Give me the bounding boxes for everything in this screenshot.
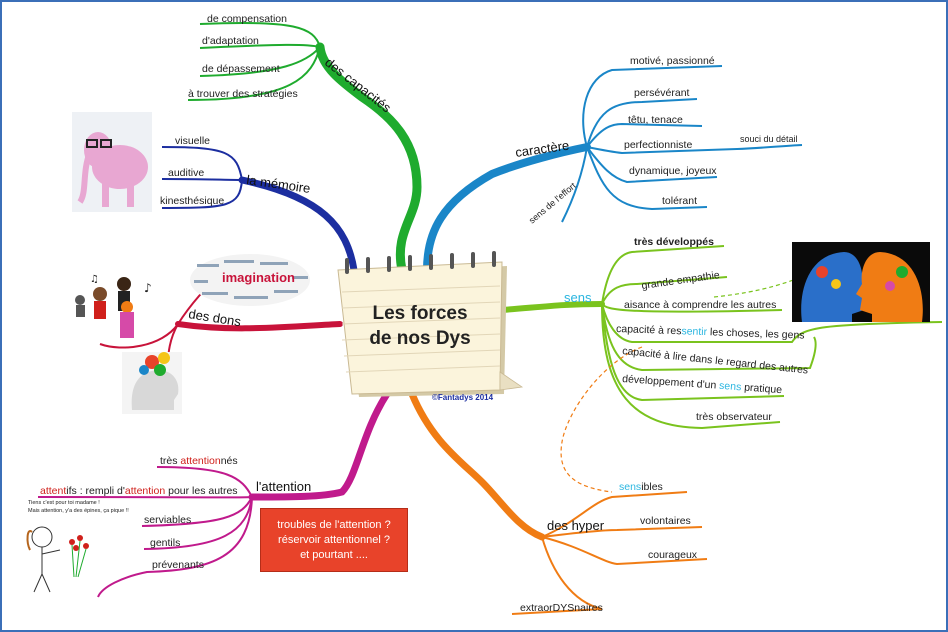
capacite-item-1: d'adaptation	[202, 35, 259, 47]
caractere-item-4: dynamique, joyeux	[629, 165, 717, 177]
troubles-line3: et pourtant ....	[300, 549, 368, 561]
hyper-item-3: extraorDYSnaires	[520, 602, 603, 614]
caractere-item-0: motivé, passionné	[630, 55, 715, 67]
dashed-link-sens	[713, 269, 818, 298]
branch-label-hyper: des hyper	[547, 518, 605, 533]
branch-capacites	[315, 42, 422, 275]
two-heads-image	[792, 242, 930, 322]
capacite-item-0: de compensation	[207, 13, 287, 25]
caractere-item-3: perfectionniste	[624, 139, 692, 151]
central-notepad: Les forces de nos Dys	[337, 251, 524, 397]
caractere-item-1: persévérant	[634, 87, 690, 99]
center-title-line1: Les forces	[372, 303, 467, 324]
sens-item-4: capacité à lire dans le regard des autre…	[622, 345, 809, 376]
hyper-item-1: volontaires	[640, 515, 691, 527]
dashed-link-hyper	[560, 346, 643, 493]
attention-item-1: attentifs : rempli d'attention pour les …	[40, 485, 238, 497]
branch-memoire	[238, 176, 358, 274]
hyper-item-0: sensibles	[619, 481, 663, 493]
memoire-item-2: kinesthésique	[160, 195, 224, 207]
hyper-item-2: courageux	[648, 549, 698, 561]
child-note-line1: Tiens c'est pour toi madame !	[28, 500, 100, 506]
capacite-item-3: à trouver des stratégies	[188, 88, 298, 100]
branch-hyper	[408, 390, 546, 541]
troubles-line1: troubles de l'attention ?	[277, 519, 391, 531]
sens-item-1: grande empathie	[641, 269, 721, 292]
sens-item-2: aisance à comprendre les autres	[624, 299, 776, 311]
musicians-image: ♪ ♫	[75, 274, 152, 338]
memoire-item-1: auditive	[168, 167, 204, 179]
capacite-item-2: de dépassement	[202, 63, 280, 75]
memoire-item-0: visuelle	[175, 135, 210, 147]
sens-item-5: développement d'un sens pratique	[622, 373, 783, 396]
caractere-item-2: têtu, tenace	[628, 114, 683, 126]
troubles-line2: réservoir attentionnel ?	[278, 534, 390, 546]
pink-elephant-image	[72, 112, 152, 212]
imagination-word-cloud: imagination	[190, 254, 310, 306]
sens-item-0: très développés	[634, 236, 714, 248]
branch-label-capacites: des capacités	[322, 55, 394, 116]
center-title-line2: de nos Dys	[369, 328, 470, 349]
branch-label-attention: l'attention	[256, 479, 311, 494]
attention-item-2: serviables	[144, 514, 191, 526]
child-flowers-drawing	[26, 526, 89, 593]
svg-text:♪: ♪	[144, 281, 152, 295]
caractere-detail: souci du détail	[740, 134, 798, 144]
svg-text:♫: ♫	[90, 274, 99, 285]
branch-caractere	[423, 143, 591, 274]
child-note-line2: Mais attention, y'a des épines, ça pique…	[28, 508, 129, 514]
attention-item-4: prévenants	[152, 559, 204, 571]
attention-item-3: gentils	[150, 537, 180, 549]
sens-item-3: capacité à ressentir les choses, les gen…	[616, 323, 805, 342]
word-cloud-imagination: imagination	[222, 270, 295, 285]
head-gears-image	[122, 352, 182, 414]
troubles-box: troubles de l'attention ? réservoir atte…	[260, 508, 408, 572]
branch-dons	[175, 321, 343, 332]
branch-label-caractere: caractère	[514, 138, 570, 160]
attention-item-0: très attentionnés	[160, 455, 238, 467]
branch-attention	[248, 390, 391, 501]
branch-sens	[499, 301, 605, 313]
credit: ©Fantadys 2014	[432, 393, 494, 402]
caractere-item-5: tolérant	[662, 195, 697, 207]
branch-label-sens: sens	[564, 290, 592, 305]
sens-item-6: très observateur	[696, 411, 772, 423]
